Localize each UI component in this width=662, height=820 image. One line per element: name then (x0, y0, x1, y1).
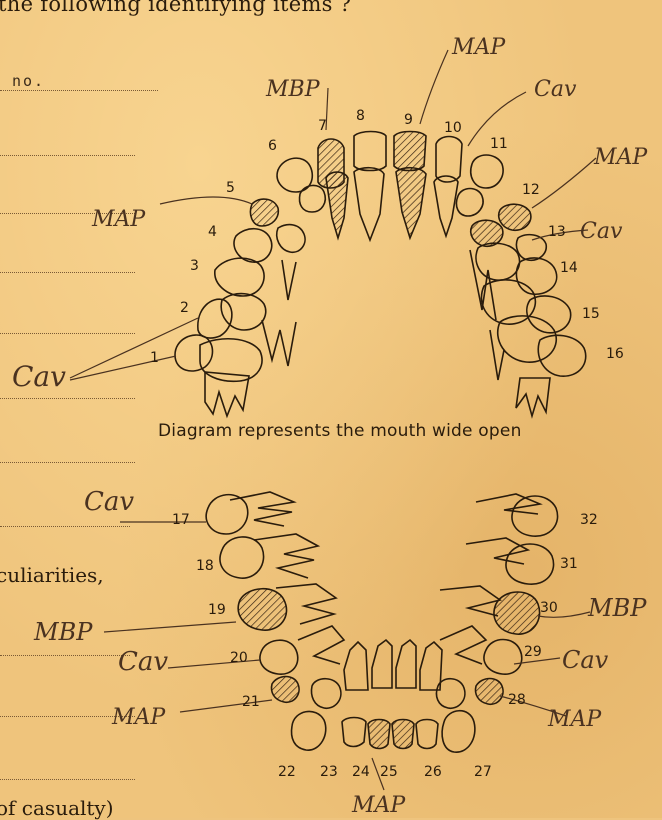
tooth-number: 5 (226, 180, 235, 196)
tooth-number: 10 (444, 120, 462, 136)
tooth-number: 12 (522, 182, 540, 198)
tooth-number: 2 (180, 300, 189, 316)
tooth-number: 22 (278, 764, 296, 780)
handwritten-note: Cav (562, 646, 609, 674)
handwritten-note: Cav (12, 360, 66, 393)
tooth-number: 17 (172, 512, 190, 528)
handwritten-note: MAP (111, 705, 166, 730)
tooth-number: 27 (474, 764, 492, 780)
tooth-number: 21 (242, 694, 260, 710)
tooth-number: 13 (548, 224, 566, 240)
handwritten-note: MAP (351, 793, 406, 818)
handwritten-note: MAP (451, 35, 506, 60)
tooth-number: 16 (606, 346, 624, 362)
handwritten-note: Cav (118, 647, 168, 677)
tooth-number: 26 (424, 764, 442, 780)
tooth-number: 18 (196, 558, 214, 574)
tooth-number: 31 (560, 556, 578, 572)
tooth-number: 23 (320, 764, 338, 780)
tooth-number: 7 (318, 118, 327, 134)
tooth-number: 32 (580, 512, 598, 528)
tooth-number: 28 (508, 692, 526, 708)
tooth-number: 24 (352, 764, 370, 780)
tooth-number: 20 (230, 650, 248, 666)
tooth-number: 6 (268, 138, 277, 154)
tooth-number: 9 (404, 112, 413, 128)
tooth-number: 4 (208, 224, 217, 240)
handwritten-note: Cav (580, 219, 623, 244)
handwritten-note: MBP (587, 594, 647, 622)
handwritten-note: MAP (547, 707, 602, 732)
tooth-number: 8 (356, 108, 365, 124)
handwritten-note: MAP (593, 145, 648, 170)
tooth-number: 11 (490, 136, 508, 152)
tooth-number: 14 (560, 260, 578, 276)
handwritten-note: Cav (84, 487, 134, 517)
handwritten-note: Cav (534, 77, 577, 102)
handwritten-note: MBP (265, 77, 321, 102)
tooth-number: 3 (190, 258, 199, 274)
tooth-number: 19 (208, 602, 226, 618)
tooth-number: 15 (582, 306, 600, 322)
handwritten-note: MAP (91, 207, 146, 232)
tooth-number: 25 (380, 764, 398, 780)
tooth-number: 29 (524, 644, 542, 660)
tooth-number: 1 (150, 350, 159, 366)
handwritten-note: MBP (33, 618, 93, 646)
tooth-number: 30 (540, 600, 558, 616)
